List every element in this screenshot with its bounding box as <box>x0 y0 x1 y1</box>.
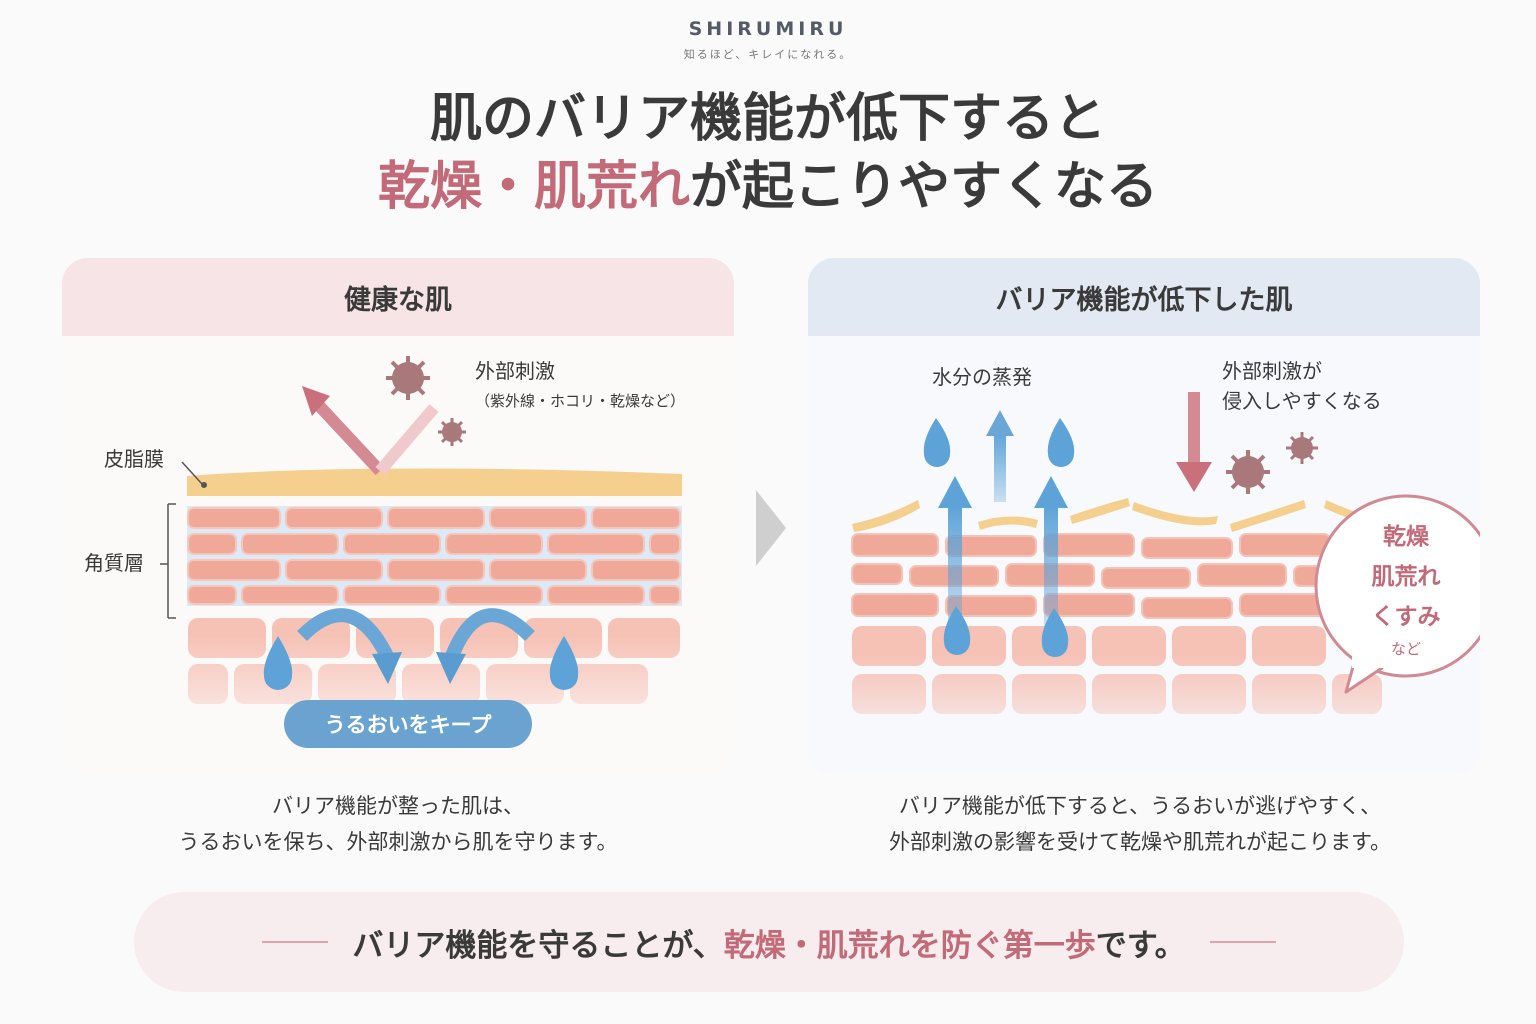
damaged-skin-illustration: 水分の蒸発 外部刺激が 侵入しやすくなる 乾燥 肌荒れ くすみ など <box>808 336 1480 774</box>
conclusion-text: バリア機能を守ることが、乾燥・肌荒れを防ぐ第一歩です。 <box>352 920 1185 965</box>
stratum-corneum <box>187 506 682 606</box>
evaporation-arrow <box>1044 506 1058 628</box>
sebum-leader-dot <box>201 482 207 488</box>
reflect-arrow-head <box>302 386 330 416</box>
damaged-stratum <box>851 533 1365 619</box>
germ-icon <box>386 356 430 400</box>
conclusion-accent: 乾燥・肌荒れを防ぐ第一歩 <box>723 927 1096 964</box>
bubble-etc: など <box>1391 640 1421 658</box>
intrusion-arrow <box>1188 392 1200 464</box>
banner-rule-left <box>262 941 329 943</box>
water-drop-icon <box>923 418 951 467</box>
conclusion-after: です。 <box>1095 927 1186 964</box>
conclusion-banner: バリア機能を守ることが、乾燥・肌荒れを防ぐ第一歩です。 <box>134 892 1404 992</box>
reflect-arrow <box>307 393 385 476</box>
damaged-skin-panel: バリア機能が低下した肌 <box>808 258 1480 774</box>
bubble-dullness: くすみ <box>1372 604 1441 630</box>
water-drop-icon <box>263 636 293 690</box>
evaporation-arrow-head <box>1034 476 1068 508</box>
healthy-caption-line1: バリア機能が整った肌は、 <box>272 794 524 818</box>
moisture-arrow-right <box>445 608 535 659</box>
banner-rule-right <box>1209 941 1276 943</box>
healthy-skin-diagram: 外部刺激 （紫外線・ホコリ・乾燥など） 皮脂膜 角質層 うるおいをキープ <box>84 356 687 756</box>
moisture-arrow-left <box>297 608 394 660</box>
sebum-label: 皮脂膜 <box>104 447 164 471</box>
healthy-caption: バリア機能が整った肌は、 うるおいを保ち、外部刺激から肌を守ります。 <box>48 788 748 860</box>
brand-header: SHIRUMIRU 知るほど、キレイになれる。 <box>0 18 1536 62</box>
incoming-arrow <box>375 404 439 475</box>
stimulus-label: 外部刺激 <box>475 359 555 383</box>
broken-sebum-flakes <box>852 498 1368 532</box>
keep-moisture-badge <box>284 700 532 748</box>
germ-small-icon <box>438 418 466 446</box>
germ-icon <box>1226 450 1270 494</box>
intrusion-label-line2: 侵入しやすくなる <box>1222 389 1382 413</box>
evaporation-arrow-head <box>938 476 972 508</box>
evaporation-arrow <box>948 506 962 628</box>
water-drop-icon <box>1047 418 1075 467</box>
conclusion-before: バリア機能を守ることが、 <box>352 927 724 964</box>
healthy-caption-line2: うるおいを保ち、外部刺激から肌を守ります。 <box>178 830 618 854</box>
brand-tagline: 知るほど、キレイになれる。 <box>683 48 853 61</box>
problem-bubble <box>1314 494 1480 694</box>
evaporation-arrow-top-head <box>986 410 1014 436</box>
damaged-caption-line2: 外部刺激の影響を受けて乾燥や肌荒れが起こります。 <box>889 830 1391 854</box>
healthy-skin-panel: 健康な肌 <box>62 258 734 774</box>
bubble-dryness: 乾燥 <box>1383 523 1430 550</box>
evaporation-label: 水分の蒸発 <box>932 365 1032 389</box>
water-drop-icon <box>1041 608 1069 657</box>
stimulus-detail: （紫外線・ホコリ・乾燥など） <box>475 392 685 410</box>
compare-arrow-icon <box>756 490 786 566</box>
headline-line2-rest: が起こりやすくなる <box>690 157 1159 217</box>
sebum-film <box>187 468 682 496</box>
water-drop-icon <box>943 606 971 655</box>
headline-line1: 肌のバリア機能が低下すると <box>429 89 1106 149</box>
healthy-skin-title: 健康な肌 <box>62 258 734 336</box>
keep-moisture-text: うるおいをキープ <box>325 713 493 737</box>
headline-accent: 乾燥・肌荒れ <box>377 157 690 217</box>
water-drop-icon <box>549 636 579 690</box>
intrusion-arrow-head <box>1176 462 1212 492</box>
brand-name: SHIRUMIRU <box>688 18 848 40</box>
germ-small-icon <box>1286 432 1318 464</box>
moisture-arrow-right-head <box>436 652 466 684</box>
intrusion-label-line1: 外部刺激が <box>1222 359 1322 383</box>
stratum-bracket <box>160 503 176 619</box>
damaged-caption-line1: バリア機能が低下すると、うるおいが逃げやすく、 <box>898 794 1382 818</box>
evaporation-arrow-top <box>994 432 1006 502</box>
headline-line2: 乾燥・肌荒れが起こりやすくなる <box>0 156 1536 218</box>
damaged-caption: バリア機能が低下すると、うるおいが逃げやすく、 外部刺激の影響を受けて乾燥や肌荒… <box>790 788 1490 860</box>
headline: 肌のバリア機能が低下すると 乾燥・肌荒れが起こりやすくなる <box>0 88 1536 218</box>
sebum-leader <box>181 461 203 485</box>
damaged-skin-diagram: 水分の蒸発 外部刺激が 侵入しやすくなる 乾燥 肌荒れ くすみ など <box>848 359 1480 766</box>
bubble-roughness: 肌荒れ <box>1372 564 1441 590</box>
stratum-label: 角質層 <box>84 551 144 575</box>
moisture-arrow-left-head <box>372 652 402 684</box>
healthy-skin-illustration: 外部刺激 （紫外線・ホコリ・乾燥など） 皮脂膜 角質層 うるおいをキープ <box>62 336 734 774</box>
damaged-skin-title: バリア機能が低下した肌 <box>808 258 1480 336</box>
